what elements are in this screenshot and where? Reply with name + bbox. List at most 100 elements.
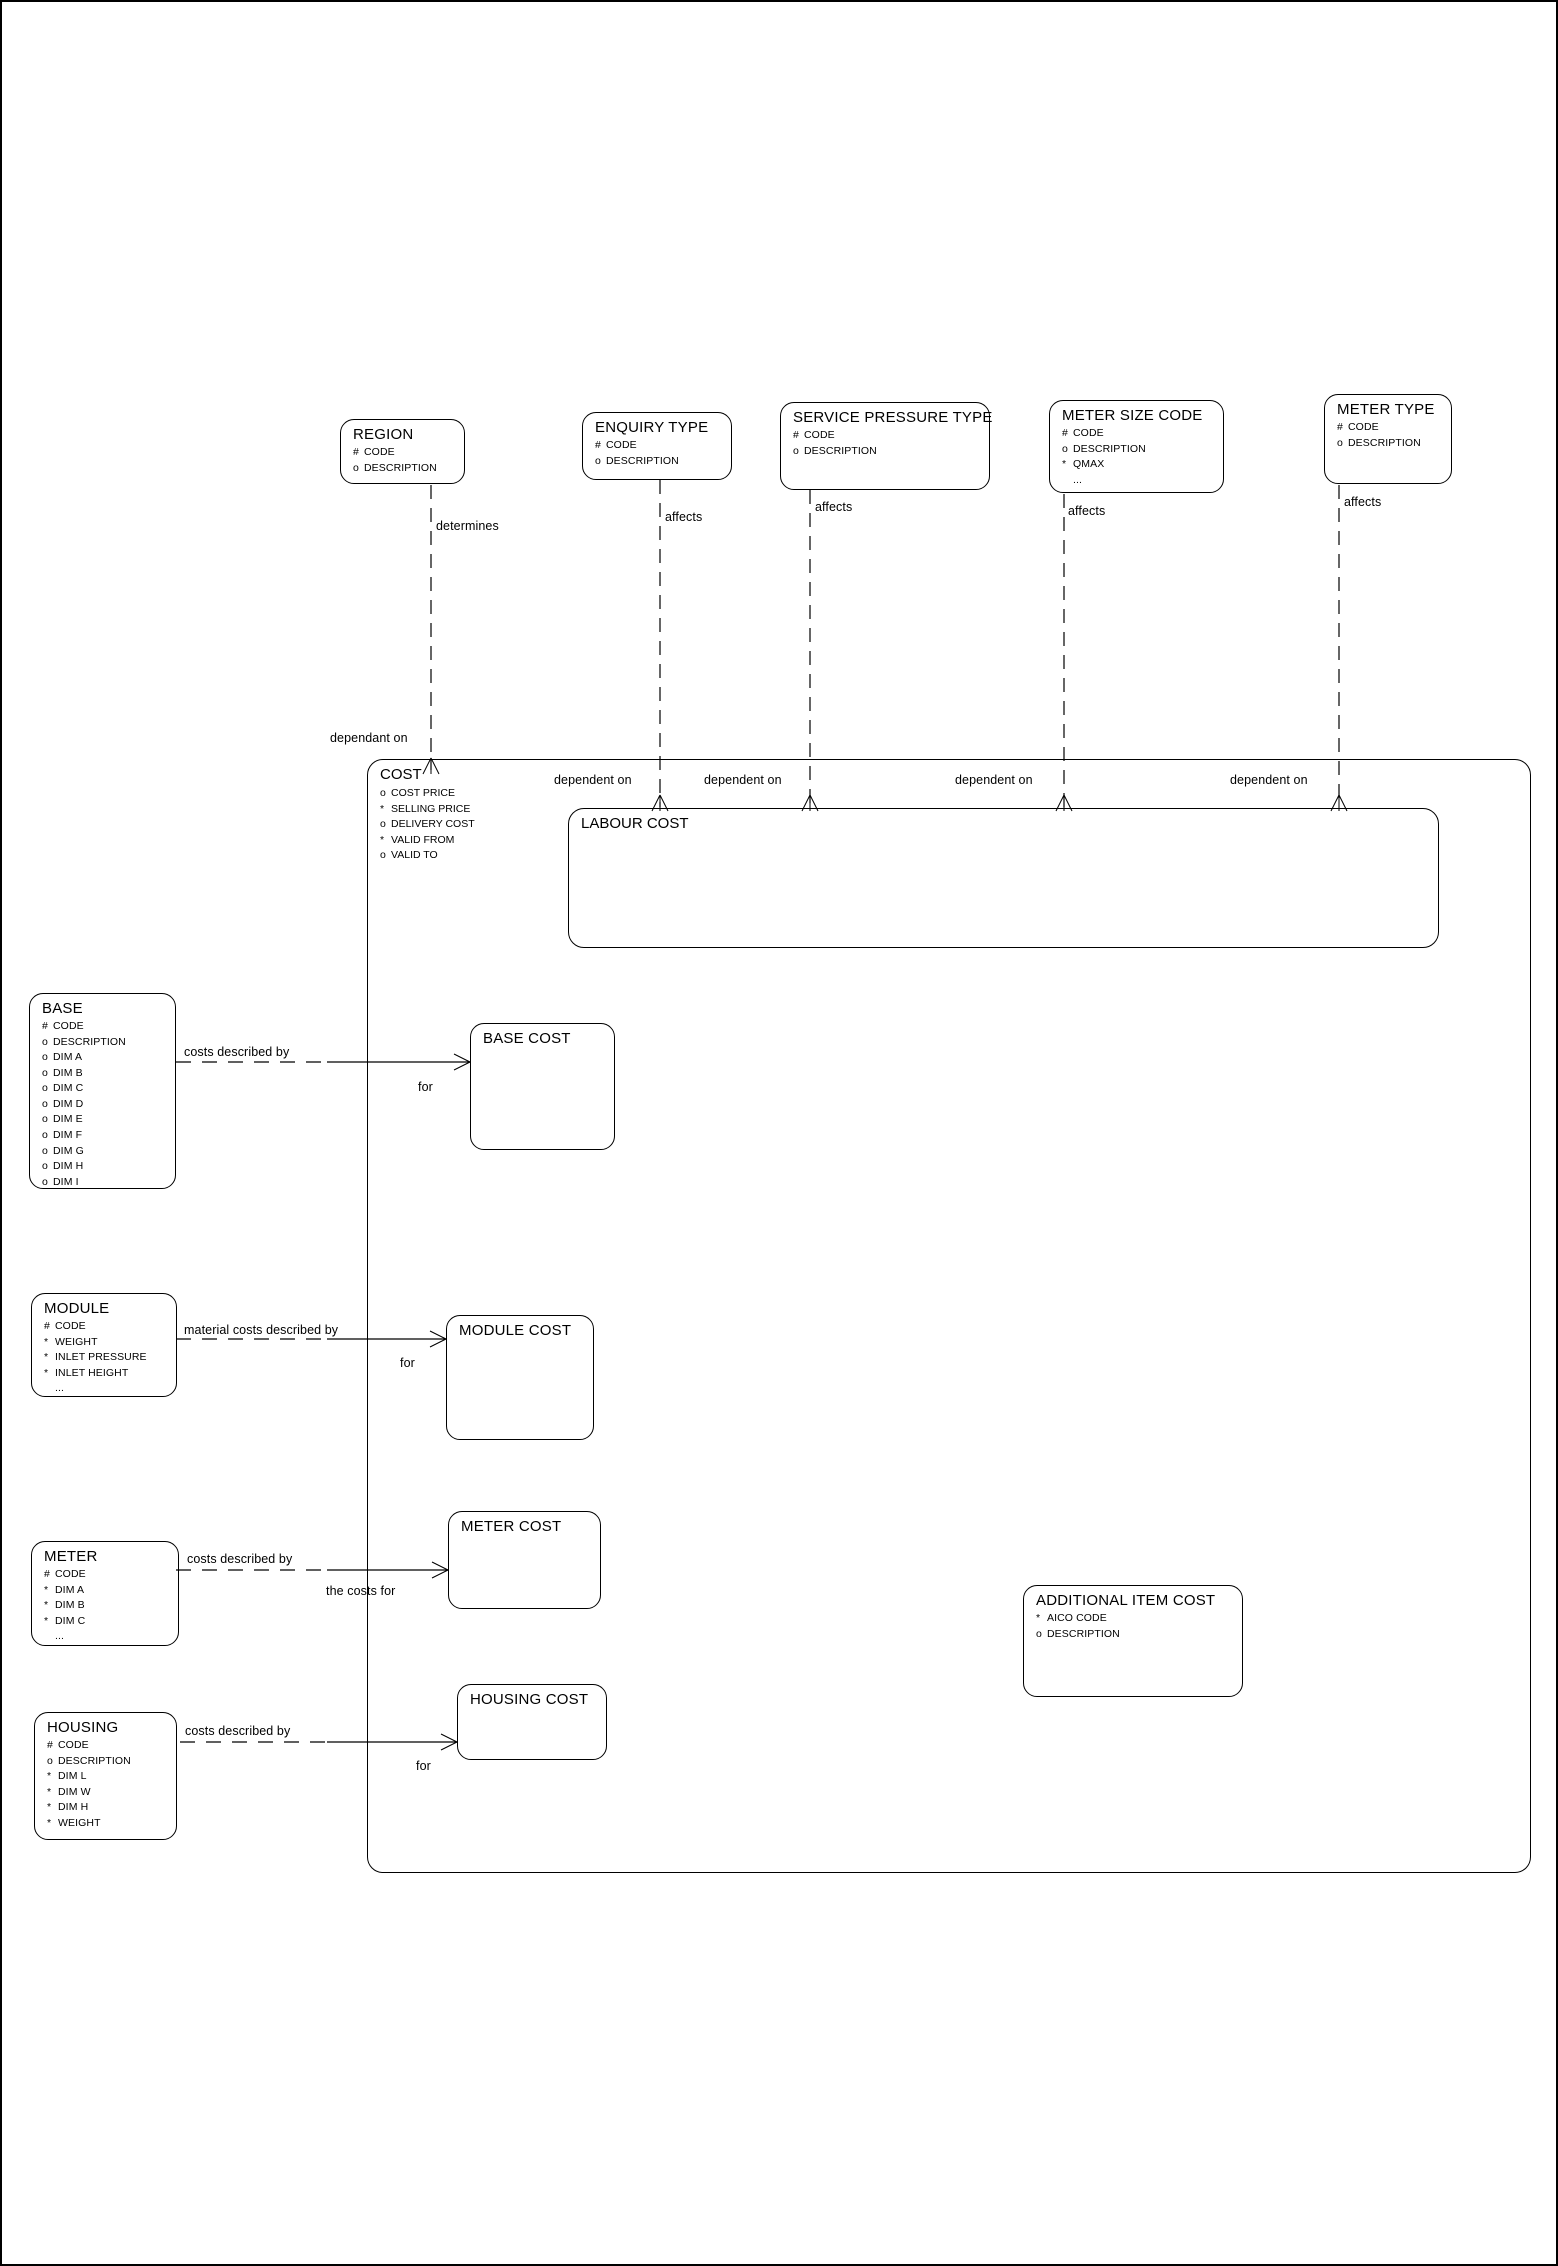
attribute-label: INLET PRESSURE <box>55 1351 147 1364</box>
relationship-label-affects-2: affects <box>815 500 853 514</box>
attribute-label: DIM H <box>58 1801 89 1814</box>
attribute-row: #CODE <box>595 438 721 454</box>
entity-module[interactable]: MODULE #CODE *WEIGHT *INLET PRESSURE *IN… <box>31 1293 177 1397</box>
entity-base-cost[interactable]: BASE COST <box>470 1023 615 1150</box>
attribute-label: DIM G <box>53 1144 84 1157</box>
attribute-label: DIM A <box>53 1051 83 1064</box>
attribute-marker: o <box>1337 436 1343 449</box>
relationship-label-affects-1: affects <box>665 510 703 524</box>
entity-meter-cost[interactable]: METER COST <box>448 1511 601 1609</box>
attribute-marker: o <box>380 818 386 831</box>
attribute-marker: * <box>1062 458 1067 471</box>
attribute-row: ... <box>44 1381 166 1397</box>
attribute-label: DIM D <box>53 1097 84 1110</box>
attribute-marker: o <box>42 1128 48 1141</box>
attribute-row: *QMAX <box>1062 457 1213 473</box>
attribute-label: INLET HEIGHT <box>55 1366 129 1379</box>
attribute-marker: * <box>47 1785 52 1798</box>
attribute-label: DESCRIPTION <box>58 1754 131 1767</box>
relationship-label-for-2: for <box>400 1356 415 1370</box>
entity-name: METER COST <box>461 1518 562 1535</box>
relationship-label-dependent-on-2: dependent on <box>704 773 782 787</box>
relationship-label-affects-4: affects <box>1344 495 1382 509</box>
attribute-marker: o <box>595 454 601 467</box>
attribute-label: CODE <box>55 1568 86 1581</box>
entity-name: ENQUIRY TYPE <box>595 419 709 436</box>
attribute-row: #CODE <box>1062 426 1213 442</box>
attribute-label: SELLING PRICE <box>391 802 471 815</box>
attribute-row: #CODE <box>42 1019 165 1035</box>
entity-module-cost[interactable]: MODULE COST <box>446 1315 594 1440</box>
attribute-marker: o <box>380 849 386 862</box>
attribute-row: * SELLING PRICE <box>380 802 475 818</box>
entity-meter[interactable]: METER #CODE *DIM A *DIM B *DIM C ... <box>31 1541 179 1646</box>
entity-name: METER TYPE <box>1337 401 1435 418</box>
attribute-marker: # <box>793 429 799 442</box>
entity-name: MODULE COST <box>459 1322 572 1339</box>
attribute-label: DIM B <box>55 1599 85 1612</box>
attribute-row: * DIM W <box>47 1785 166 1801</box>
attribute-marker: # <box>44 1320 50 1333</box>
attribute-list: #CODE *WEIGHT *INLET PRESSURE *INLET HEI… <box>44 1319 166 1397</box>
entity-name: HOUSING COST <box>470 1691 589 1708</box>
entity-housing-cost[interactable]: HOUSING COST <box>457 1684 607 1760</box>
attribute-marker: o <box>42 1160 48 1173</box>
attribute-row: *DIM A <box>44 1583 168 1599</box>
attribute-marker: * <box>47 1816 52 1829</box>
entity-name: BASE <box>42 1000 83 1017</box>
attribute-marker: * <box>380 802 385 815</box>
attribute-label: AICO CODE <box>1047 1612 1107 1625</box>
relationship-label-material-costs-described-by: material costs described by <box>184 1323 339 1337</box>
attribute-marker: * <box>44 1335 49 1348</box>
attribute-marker: * <box>380 833 385 846</box>
attribute-label: DIM E <box>53 1113 83 1126</box>
attribute-label: CODE <box>1073 427 1104 440</box>
attribute-row: #CODE <box>793 428 979 444</box>
attribute-marker: o <box>42 1051 48 1064</box>
attribute-marker: o <box>42 1035 48 1048</box>
attribute-marker: o <box>42 1066 48 1079</box>
attribute-marker: # <box>1337 421 1343 434</box>
attribute-marker: o <box>42 1082 48 1095</box>
attribute-row: *DIM C <box>44 1614 168 1630</box>
attribute-marker: o <box>42 1144 48 1157</box>
attribute-row: *DIM H <box>47 1800 166 1816</box>
entity-name: COST <box>380 766 422 783</box>
attribute-marker: o <box>793 444 799 457</box>
attribute-marker: # <box>595 439 601 452</box>
attribute-label: DESCRIPTION <box>364 461 437 474</box>
attribute-label: DIM C <box>53 1082 84 1095</box>
relationship-label-dependent-on-3: dependent on <box>955 773 1033 787</box>
attribute-row: # CODE <box>1337 420 1441 436</box>
attribute-label: VALID FROM <box>391 833 455 846</box>
relationship-label-dependent-on-4: dependent on <box>1230 773 1308 787</box>
attribute-label: CODE <box>1348 421 1379 434</box>
attribute-marker: # <box>353 446 359 459</box>
attribute-label: DIM W <box>58 1785 91 1798</box>
relationship-label-costs-described-by-1: costs described by <box>184 1045 290 1059</box>
attribute-label: DIM A <box>55 1583 85 1596</box>
entity-name: SERVICE PRESSURE TYPE <box>793 409 993 426</box>
entity-labour-cost[interactable]: LABOUR COST <box>568 808 1439 948</box>
